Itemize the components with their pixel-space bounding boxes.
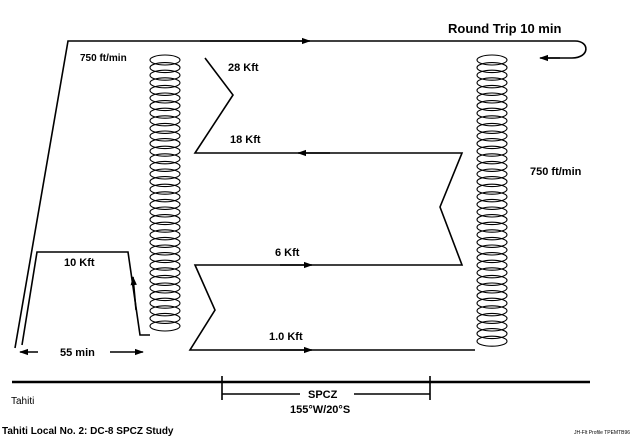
coil-right-loop: [476, 290, 508, 302]
altitude-18-label: 18 Kft: [230, 134, 261, 146]
coil-right-loop: [476, 206, 508, 218]
coil-right-loop: [476, 236, 508, 248]
footer-title: Tahiti Local No. 2: DC-8 SPCZ Study: [2, 426, 174, 437]
coil-left-loop: [149, 267, 181, 279]
duration-label: 55 min: [60, 347, 95, 359]
coil-right-loop: [476, 274, 508, 286]
coil-right-loop: [476, 267, 508, 279]
coil-left-loop: [149, 290, 181, 302]
coil-left-loop: [149, 198, 181, 210]
coil-left-loop: [149, 77, 181, 89]
coil-right-loop: [476, 69, 508, 81]
spiral-descent-coil-left: [149, 54, 181, 332]
coil-left-loop: [149, 297, 181, 309]
position-label: 155°W/20°S: [290, 404, 350, 416]
coil-left-loop: [149, 62, 181, 74]
coil-right-loop: [476, 282, 508, 294]
coil-left-loop: [149, 229, 181, 241]
rate-left-label: 750 ft/min: [80, 53, 127, 64]
coil-right-loop: [476, 198, 508, 210]
coil-left-loop: [149, 100, 181, 112]
coil-left-loop: [149, 214, 181, 226]
coil-left-loop: [149, 130, 181, 142]
coil-right-loop: [476, 130, 508, 142]
footer-note: JH-Flt Profile TPEMTB96: [574, 430, 630, 436]
coil-left-loop: [149, 54, 181, 66]
coil-right-loop: [476, 191, 508, 203]
coil-right-loop: [476, 62, 508, 74]
coil-right-loop: [476, 100, 508, 112]
coil-right-loop: [476, 328, 508, 340]
climb-line: [14, 40, 575, 349]
coil-right-loop: [476, 297, 508, 309]
coil-left-loop: [149, 145, 181, 157]
coil-right-loop: [476, 183, 508, 195]
coil-right-loop: [476, 214, 508, 226]
coil-left-loop: [149, 244, 181, 256]
coil-right-loop: [476, 305, 508, 317]
descent-zigzag-28-18: [188, 57, 475, 351]
coil-left-loop: [149, 160, 181, 172]
coil-left-loop: [149, 191, 181, 203]
coil-right-loop: [476, 107, 508, 119]
coil-left-loop: [149, 320, 181, 332]
coil-right-loop: [476, 244, 508, 256]
coil-left-loop: [149, 92, 181, 104]
coil-left-loop: [149, 69, 181, 81]
coil-right-loop: [476, 176, 508, 188]
coil-left-loop: [149, 312, 181, 324]
coil-right-loop: [476, 252, 508, 264]
coil-right-loop: [476, 92, 508, 104]
coil-left-loop: [149, 282, 181, 294]
rate-right-label: 750 ft/min: [530, 166, 582, 178]
region-label: SPCZ: [308, 389, 338, 401]
coil-left-loop: [149, 206, 181, 218]
altitude-10-label: 10 Kft: [64, 257, 95, 269]
coil-right-loop: [476, 312, 508, 324]
coil-left-loop: [149, 252, 181, 264]
coil-left-loop: [149, 84, 181, 96]
coil-left-loop: [149, 153, 181, 165]
coil-right-loop: [476, 153, 508, 165]
coil-right-loop: [476, 259, 508, 271]
coil-left-loop: [149, 138, 181, 150]
coil-left-loop: [149, 236, 181, 248]
coil-right-loop: [476, 122, 508, 134]
altitude-6-label: 6 Kft: [275, 247, 300, 259]
coil-right-loop: [476, 115, 508, 127]
coil-right-loop: [476, 221, 508, 233]
spiral-descent-coil-right: [476, 54, 508, 347]
coil-right-loop: [476, 320, 508, 332]
coil-right-loop: [476, 138, 508, 150]
coil-right-loop: [476, 145, 508, 157]
coil-left-loop: [149, 176, 181, 188]
origin-label: Tahiti: [11, 396, 34, 407]
coil-left-loop: [149, 122, 181, 134]
coil-left-loop: [149, 305, 181, 317]
short-leg-climb-arrow: [130, 276, 137, 311]
coil-left-loop: [149, 274, 181, 286]
round-trip-loop: [545, 40, 587, 59]
coil-left-loop: [149, 168, 181, 180]
coil-right-loop: [476, 160, 508, 172]
coil-right-loop: [476, 54, 508, 66]
coil-right-loop: [476, 77, 508, 89]
altitude-28-label: 28 Kft: [228, 62, 259, 74]
coil-right-loop: [476, 335, 508, 347]
coil-left-loop: [149, 221, 181, 233]
round-trip-label: Round Trip 10 min: [448, 21, 561, 36]
coil-left-loop: [149, 259, 181, 271]
coil-right-loop: [476, 229, 508, 241]
coil-right-loop: [476, 168, 508, 180]
coil-left-loop: [149, 115, 181, 127]
altitude-1-label: 1.0 Kft: [269, 331, 303, 343]
short-leg-path: [21, 251, 150, 346]
coil-left-loop: [149, 183, 181, 195]
coil-left-loop: [149, 107, 181, 119]
coil-right-loop: [476, 84, 508, 96]
